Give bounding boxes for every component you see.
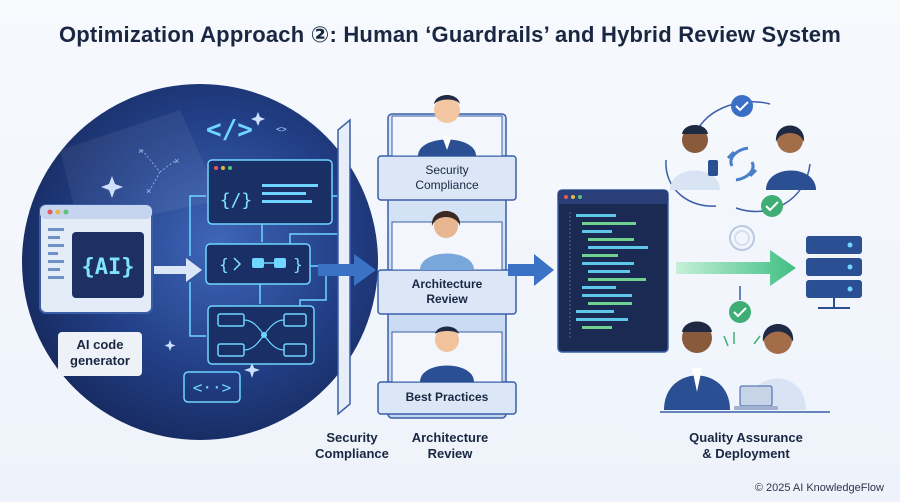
- deploy-arrow-icon: [676, 250, 796, 286]
- security-compliance-label: Security Compliance: [315, 430, 389, 461]
- check-icon: [729, 301, 751, 323]
- svg-text:{: {: [219, 255, 229, 274]
- arrow-icon: [508, 254, 554, 286]
- ai-generator-label: AI code generator: [58, 332, 142, 376]
- ai-generator-window: {AI}: [39, 204, 153, 314]
- small-code-icon: <>: [276, 125, 287, 135]
- check-icon: [761, 195, 783, 217]
- review-panel-security-label: Security Compliance: [415, 163, 479, 192]
- diagram-window: [207, 305, 315, 365]
- svg-text:×: ×: [174, 156, 179, 166]
- ai-code-icon: {AI}: [82, 255, 135, 280]
- collaboration-cycle: [665, 101, 811, 213]
- ring-icon: [729, 225, 755, 251]
- team-member-icon: [766, 125, 816, 190]
- architecture-review-label: Architecture Review: [411, 430, 489, 461]
- arrow-icon: [318, 254, 376, 286]
- server-icon: [806, 236, 862, 309]
- svg-text:×: ×: [138, 146, 143, 156]
- reviewer-person-icon: [420, 326, 474, 382]
- team-member-icon: [670, 125, 720, 190]
- reviewer-person-icon: [420, 211, 474, 270]
- code-tag-bottom-icon: <··>: [183, 371, 241, 403]
- svg-text:×: ×: [146, 186, 151, 196]
- qa-deployment-label: Quality Assurance & Deployment: [689, 430, 803, 461]
- svg-text:}: }: [293, 255, 303, 274]
- code-tag-icon: </>: [206, 115, 253, 145]
- qa-person-icon: [664, 321, 730, 410]
- reviewed-code-window: [557, 189, 669, 353]
- check-icon: [731, 95, 753, 117]
- review-panel-best-practices-label: Best Practices: [405, 390, 489, 404]
- code-window: {/}: [207, 159, 333, 225]
- svg-text:<··>: <··>: [193, 378, 232, 397]
- spark-lines-icon: [723, 332, 761, 347]
- svg-text:{/}: {/}: [220, 190, 253, 211]
- arrow-icon: [154, 258, 202, 282]
- review-panel-architecture-label: Architecture Review: [411, 277, 483, 306]
- flow-window: { }: [205, 243, 311, 285]
- copyright-footer: © 2025 AI KnowledgeFlow: [754, 482, 884, 494]
- page-title: Optimization Approach ②: Human ‘Guardrai…: [58, 22, 841, 47]
- reviewer-person-icon: [418, 95, 476, 156]
- laptop-icon: [734, 385, 778, 410]
- sparkle-icon: [101, 112, 265, 378]
- constellation-icon: × × ×: [138, 146, 179, 196]
